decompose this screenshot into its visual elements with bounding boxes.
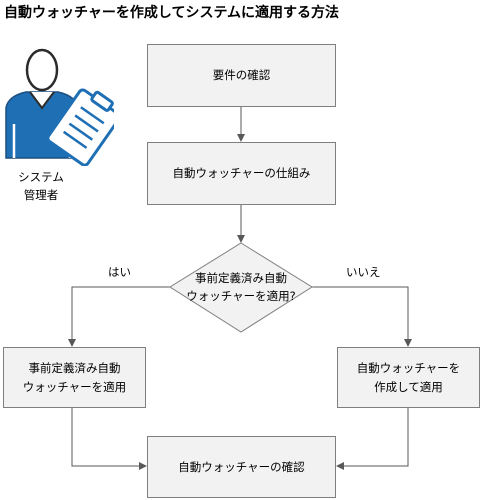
role-label: システム 管理者 bbox=[0, 168, 82, 205]
node-verify: 自動ウォッチャーの確認 bbox=[147, 436, 336, 498]
role-label-line1: システム bbox=[18, 170, 64, 184]
node-apply-predefined: 事前定義済み自動 ウォッチャーを適用 bbox=[3, 347, 146, 408]
arrow-decision-no bbox=[312, 286, 412, 347]
decision-diamond bbox=[169, 242, 313, 333]
node-requirements: 要件の確認 bbox=[147, 44, 336, 107]
branch-label-yes: はい bbox=[108, 265, 131, 279]
node-create-apply: 自動ウォッチャーを 作成して適用 bbox=[337, 347, 480, 408]
page-title: 自動ウォッチャーを作成してシステムに適用する方法 bbox=[4, 5, 340, 21]
role-label-line2: 管理者 bbox=[23, 188, 59, 203]
node-decision: 事前定義済み自動 ウォッチャーを適用? bbox=[186, 270, 296, 303]
node-mechanism: 自動ウォッチャーの仕組み bbox=[147, 142, 336, 205]
arrow-create-to-verify bbox=[336, 408, 409, 470]
arrow-predefined-to-verify bbox=[71, 408, 147, 470]
arrow-decision-yes bbox=[68, 286, 170, 347]
administrator-clipboard-icon bbox=[5, 48, 114, 166]
branch-label-no: いいえ bbox=[346, 265, 381, 279]
